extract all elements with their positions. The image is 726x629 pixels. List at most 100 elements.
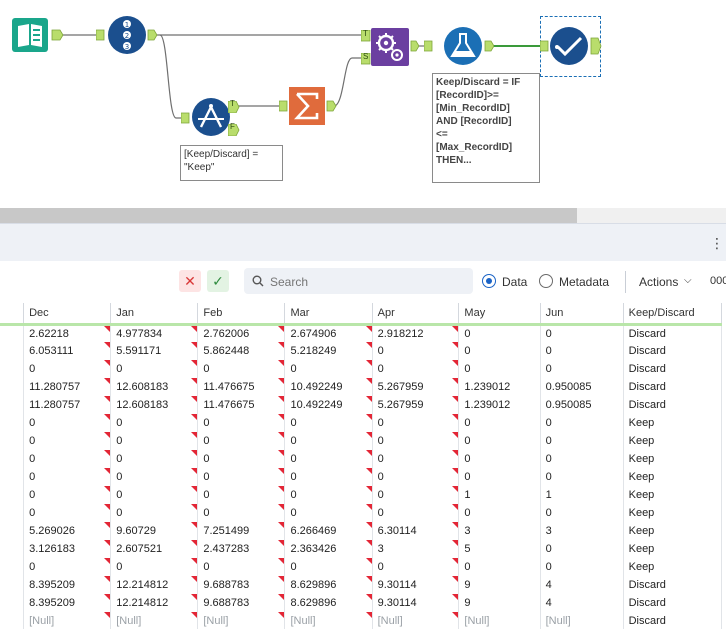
table-cell[interactable]: 11.280757 — [23, 396, 112, 414]
metadata-radio-label[interactable]: Metadata — [559, 275, 610, 289]
data-radio-label[interactable]: Data — [502, 275, 528, 289]
table-cell[interactable]: 10.492249 — [284, 378, 373, 396]
table-cell[interactable]: Keep — [623, 468, 723, 486]
table-cell[interactable]: 0 — [110, 504, 199, 522]
workflow-canvas[interactable]: 1 2 3 T F [Keep/Discard] = "Keep" — [0, 0, 726, 208]
append-target-anchor[interactable]: T — [360, 29, 371, 47]
formula-tool[interactable] — [423, 26, 495, 73]
table-cell[interactable]: 0 — [197, 504, 286, 522]
data-radio[interactable] — [482, 274, 496, 288]
table-cell[interactable]: [Null] — [110, 612, 199, 629]
table-cell[interactable]: 0 — [23, 558, 112, 576]
table-cell[interactable]: 2.437283 — [197, 540, 286, 558]
table-cell[interactable]: 0 — [540, 360, 624, 378]
table-cell[interactable]: 9.60729 — [110, 522, 199, 540]
actions-menu-button[interactable]: Actions — [639, 275, 679, 289]
table-cell[interactable]: 0 — [458, 324, 541, 342]
table-cell[interactable]: 0 — [372, 432, 460, 450]
table-cell[interactable]: 0 — [540, 504, 624, 522]
table-cell[interactable]: 0 — [23, 486, 112, 504]
table-cell[interactable]: 2.674906 — [284, 324, 373, 342]
table-cell[interactable]: 5 — [458, 540, 541, 558]
table-cell[interactable]: 10.492249 — [284, 396, 373, 414]
table-cell[interactable]: 0 — [540, 468, 624, 486]
column-header[interactable]: Feb — [197, 303, 286, 326]
table-cell[interactable]: 0 — [372, 504, 460, 522]
table-cell[interactable]: 0 — [23, 504, 112, 522]
table-cell[interactable]: 0 — [284, 504, 373, 522]
table-cell[interactable]: 9.688783 — [197, 576, 286, 594]
table-cell[interactable]: 6.266469 — [284, 522, 373, 540]
table-cell[interactable]: 0 — [23, 360, 112, 378]
search-box[interactable] — [244, 268, 473, 294]
input-data-tool[interactable] — [12, 18, 64, 57]
table-cell[interactable]: 0 — [284, 360, 373, 378]
table-cell[interactable]: 0 — [110, 360, 199, 378]
table-cell[interactable]: 0 — [372, 468, 460, 486]
table-cell[interactable]: 2.762006 — [197, 324, 286, 342]
table-cell[interactable]: 5.267959 — [372, 396, 460, 414]
append-source-anchor[interactable]: S — [360, 52, 371, 70]
table-cell[interactable]: 0 — [284, 468, 373, 486]
table-cell[interactable]: 0 — [197, 468, 286, 486]
column-header[interactable]: Keep/Discard — [623, 303, 723, 326]
table-cell[interactable]: 0 — [540, 414, 624, 432]
table-cell[interactable]: 4 — [540, 594, 624, 612]
scrollbar-thumb[interactable] — [0, 208, 577, 223]
table-cell[interactable]: 0 — [458, 468, 541, 486]
table-cell[interactable]: 5.218249 — [284, 342, 373, 360]
table-cell[interactable]: 11.280757 — [23, 378, 112, 396]
table-cell[interactable]: 0 — [540, 450, 624, 468]
table-cell[interactable]: 3 — [372, 540, 460, 558]
table-cell[interactable]: 0 — [110, 486, 199, 504]
table-cell[interactable]: 0 — [23, 414, 112, 432]
table-cell[interactable]: 5.862448 — [197, 342, 286, 360]
column-header[interactable]: Jan — [110, 303, 199, 326]
table-cell[interactable]: Keep — [623, 504, 723, 522]
table-cell[interactable]: 12.608183 — [110, 396, 199, 414]
table-cell[interactable]: Keep — [623, 558, 723, 576]
table-cell[interactable]: 0 — [23, 450, 112, 468]
filter-false-anchor[interactable]: F — [227, 122, 240, 141]
table-cell[interactable]: [Null] — [197, 612, 286, 629]
table-cell[interactable]: 0 — [372, 486, 460, 504]
append-fields-tool[interactable] — [361, 28, 420, 73]
table-cell[interactable]: 6.30114 — [372, 522, 460, 540]
table-cell[interactable]: 0 — [458, 360, 541, 378]
column-header[interactable]: May — [458, 303, 541, 326]
table-cell[interactable]: 0 — [23, 432, 112, 450]
table-cell[interactable]: 0.950085 — [540, 378, 624, 396]
table-cell[interactable]: 0 — [23, 468, 112, 486]
table-row[interactable]: [Null][Null][Null][Null][Null][Null][Nul… — [0, 612, 723, 629]
table-cell[interactable]: 0 — [458, 558, 541, 576]
table-cell[interactable]: 0 — [284, 558, 373, 576]
table-cell[interactable]: 0 — [284, 414, 373, 432]
browse-tool[interactable] — [540, 16, 602, 77]
table-cell[interactable]: 2.62218 — [23, 324, 112, 342]
table-cell[interactable]: 0 — [372, 450, 460, 468]
table-cell[interactable]: 9.688783 — [197, 594, 286, 612]
table-cell[interactable]: 12.214812 — [110, 576, 199, 594]
table-cell[interactable]: [Null] — [372, 612, 460, 629]
table-cell[interactable]: 0 — [197, 486, 286, 504]
column-header[interactable]: Jun — [540, 303, 624, 326]
table-cell[interactable]: 7.251499 — [197, 522, 286, 540]
table-cell[interactable]: Discard — [623, 576, 723, 594]
table-cell[interactable]: 1 — [458, 486, 541, 504]
table-cell[interactable]: 0 — [458, 432, 541, 450]
table-cell[interactable]: Discard — [623, 324, 723, 342]
table-cell[interactable]: Discard — [623, 594, 723, 612]
table-cell[interactable]: 0 — [458, 450, 541, 468]
table-cell[interactable]: 0 — [110, 468, 199, 486]
column-header[interactable]: Mar — [284, 303, 373, 326]
